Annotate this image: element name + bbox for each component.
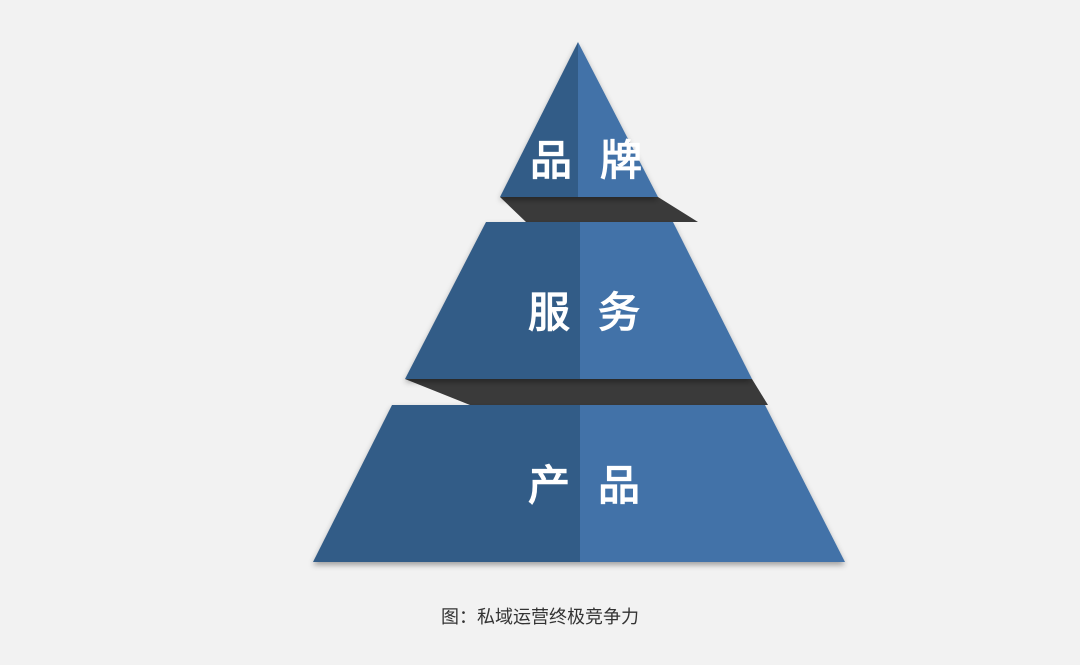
tier-label-product: 产品 [528, 461, 668, 510]
tier-middle-right-face [580, 222, 752, 379]
tier-label-brand: 品牌 [530, 136, 670, 185]
tier-label-service: 服务 [528, 288, 668, 337]
tier-top-right-face [578, 42, 658, 197]
tier-bottom [313, 405, 845, 562]
diagram-caption: 图：私域运营终极竞争力 [441, 607, 639, 628]
tier-top [500, 42, 658, 197]
tier-bottom-left-face [313, 405, 580, 562]
step-shadow-top [500, 197, 698, 222]
tier-middle [405, 222, 752, 379]
tier-middle-left-face [405, 222, 580, 379]
tier-top-left-face [500, 42, 578, 197]
tier-bottom-right-face [580, 405, 845, 562]
step-shadow-middle [405, 379, 768, 405]
